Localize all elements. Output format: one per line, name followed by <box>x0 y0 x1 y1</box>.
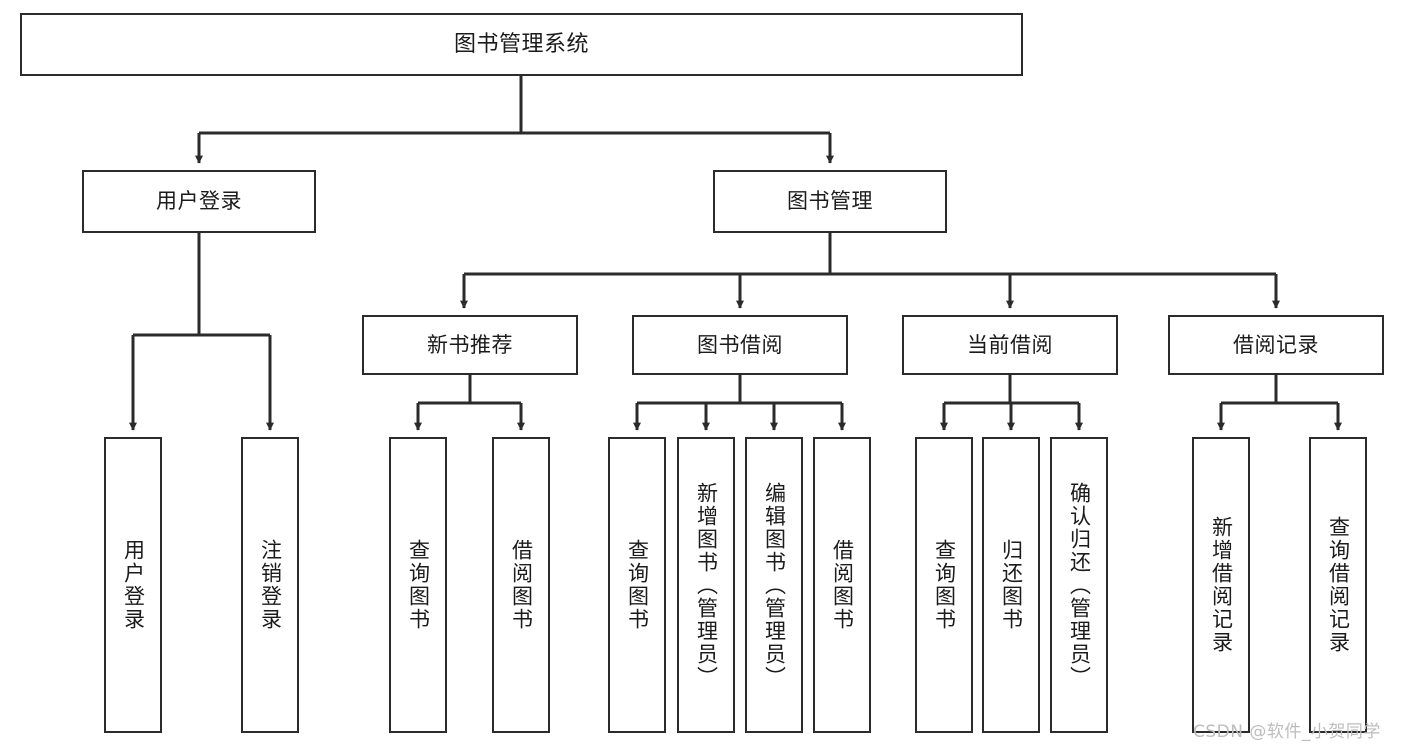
node-label: 查询图书 <box>406 539 431 631</box>
leaf-borrow-record-query[interactable]: 查询借阅记录 <box>1309 437 1367 733</box>
leaf-book-borrow-edit-admin[interactable]: 编辑图书（管理员） <box>745 437 803 733</box>
leaf-book-borrow-borrow[interactable]: 借阅图书 <box>813 437 871 733</box>
node-label: 新增借阅记录 <box>1209 516 1234 654</box>
node-current-borrow[interactable]: 当前借阅 <box>902 315 1118 375</box>
leaf-user-login-signout[interactable]: 注销登录 <box>241 437 299 733</box>
leaf-new-book-borrow[interactable]: 借阅图书 <box>492 437 550 733</box>
node-label: 借阅图书 <box>509 539 534 631</box>
node-label: 归还图书 <box>999 539 1024 631</box>
node-book-management[interactable]: 图书管理 <box>713 170 947 233</box>
leaf-current-borrow-confirm-admin[interactable]: 确认归还（管理员） <box>1050 437 1108 733</box>
node-label: 图书借阅 <box>697 332 783 357</box>
leaf-user-login-signin[interactable]: 用户登录 <box>104 437 162 733</box>
node-label: 图书管理系统 <box>453 31 589 57</box>
node-label: 借阅记录 <box>1233 332 1319 357</box>
node-book-borrow[interactable]: 图书借阅 <box>632 315 848 375</box>
node-label: 新书推荐 <box>427 332 513 357</box>
leaf-borrow-record-add[interactable]: 新增借阅记录 <box>1192 437 1250 733</box>
node-label: 借阅图书 <box>830 539 855 631</box>
leaf-book-borrow-add-admin[interactable]: 新增图书（管理员） <box>677 437 735 733</box>
leaf-new-book-query[interactable]: 查询图书 <box>389 437 447 733</box>
node-new-book-recommend[interactable]: 新书推荐 <box>362 315 578 375</box>
node-root-book-management-system[interactable]: 图书管理系统 <box>20 13 1023 76</box>
leaf-current-borrow-return[interactable]: 归还图书 <box>982 437 1040 733</box>
node-label: 查询借阅记录 <box>1326 516 1351 654</box>
node-borrow-record[interactable]: 借阅记录 <box>1168 315 1384 375</box>
csdn-watermark: CSDN @软件_小贺同学 <box>1193 722 1381 742</box>
node-label: 查询图书 <box>625 539 650 631</box>
node-user-login[interactable]: 用户登录 <box>82 170 316 233</box>
node-label: 用户登录 <box>121 539 146 631</box>
node-label: 新增图书（管理员） <box>694 481 719 689</box>
node-label: 用户登录 <box>156 189 242 214</box>
node-label: 编辑图书（管理员） <box>762 481 787 689</box>
leaf-current-borrow-query[interactable]: 查询图书 <box>915 437 973 733</box>
node-label: 当前借阅 <box>967 332 1053 357</box>
node-label: 确认归还（管理员） <box>1067 481 1092 689</box>
leaf-book-borrow-query[interactable]: 查询图书 <box>608 437 666 733</box>
node-label: 图书管理 <box>787 189 873 214</box>
node-label: 查询图书 <box>932 539 957 631</box>
node-label: 注销登录 <box>258 539 283 631</box>
